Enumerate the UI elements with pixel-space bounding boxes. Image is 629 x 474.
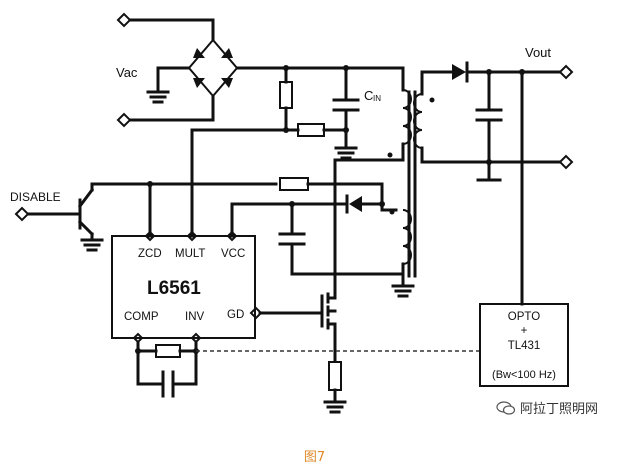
opto-line1: OPTO [508, 311, 540, 323]
output-diode [452, 61, 469, 83]
figure-caption: 图7 [303, 450, 326, 465]
return-terminal [558, 154, 574, 170]
vac-label: Vac [116, 65, 138, 80]
ground-icon-sense [323, 400, 347, 414]
power-mosfet [320, 292, 337, 362]
vcc-diode [345, 194, 362, 214]
ac-terminal-top [116, 12, 132, 28]
watermark-text: 阿拉丁照明网 [520, 402, 599, 417]
sense-resistor [328, 361, 342, 391]
l6561-chip [111, 235, 256, 339]
disable-label: DISABLE [10, 190, 61, 204]
pin-zcd-label: ZCD [138, 248, 162, 260]
vout-label: Vout [525, 45, 551, 60]
pin-inv-label: INV [185, 311, 205, 323]
disable-transistor [14, 187, 104, 252]
opto-tl431-block [479, 303, 569, 387]
resistor-divider-top [279, 81, 293, 109]
ground-icon-aux [391, 284, 415, 298]
pin-mult-label: MULT [175, 248, 205, 260]
ac-terminal-bottom [116, 112, 132, 128]
ground-icon [146, 90, 170, 104]
transformer [387, 89, 435, 278]
pin-vcc-label: VCC [221, 248, 245, 260]
watermark: 阿拉丁照明网 [496, 398, 598, 417]
cin-label: C [364, 88, 373, 103]
vout-terminal [558, 64, 574, 80]
zcd-resistor [279, 177, 309, 191]
input-rail [235, 66, 405, 92]
disable-terminal [14, 206, 30, 222]
chip-name: L6561 [147, 278, 201, 299]
pin-comp-label: COMP [124, 311, 159, 323]
resistor-divider-bottom [297, 123, 325, 137]
cin-subscript: IN [373, 94, 381, 103]
opto-line4: (Bw<100 Hz) [492, 369, 556, 381]
opto-line3: TL431 [508, 340, 541, 352]
opto-line2: + [521, 325, 528, 337]
compensation-network [135, 340, 199, 398]
wechat-icon [496, 400, 516, 415]
pin-gd-label: GD [227, 309, 244, 321]
input-capacitor [332, 66, 360, 160]
ac-input [116, 12, 215, 128]
bridge-rectifier [187, 38, 239, 98]
